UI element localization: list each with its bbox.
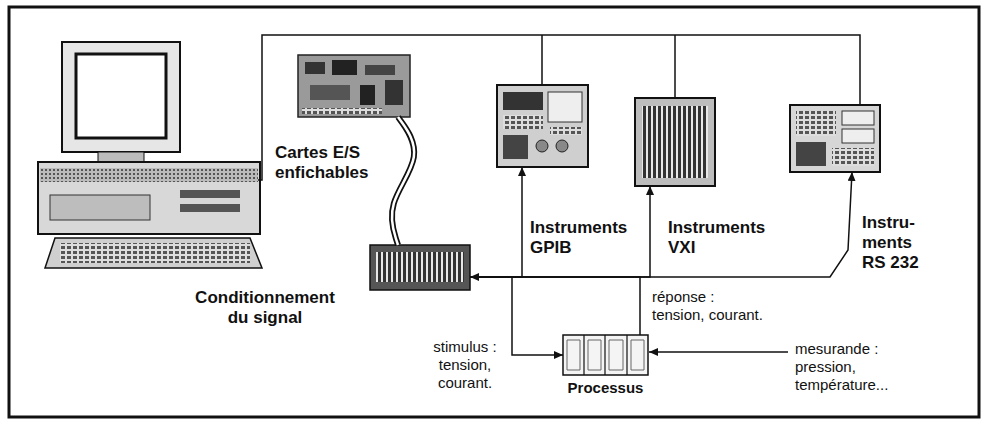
connector — [470, 277, 640, 335]
computer-illustration-part — [60, 243, 250, 263]
gpib-instrument-illustration-part — [550, 127, 582, 135]
signal-conditioning-illustration-part — [376, 252, 464, 282]
node-label: Instruments VXI — [668, 218, 778, 258]
computer-illustration-part — [98, 152, 144, 162]
process-box: Processus — [563, 335, 648, 375]
plug-in-card-illustration-part — [365, 65, 395, 75]
node-label: Instru- ments RS 232 — [862, 213, 934, 273]
rs232-instrument-illustration-part — [796, 111, 836, 136]
gpib-instrument-illustration — [497, 85, 588, 167]
signal-conditioning-illustration — [370, 245, 470, 290]
gpib-instrument-illustration-part — [548, 92, 582, 122]
gpib-instrument-illustration-part — [503, 135, 528, 159]
measurand-arrow — [649, 351, 788, 353]
computer-illustration-part — [62, 42, 180, 152]
gpib-instrument-illustration-part — [556, 140, 568, 152]
signal-conditioning-illustration-part — [370, 245, 470, 290]
rs232-instrument-illustration-part — [832, 148, 874, 166]
vxi-instrument-illustration-part — [635, 98, 715, 186]
rs232-instrument: Instru- ments RS 232 — [790, 105, 880, 172]
vxi-instrument-illustration-part — [642, 106, 708, 178]
frame — [9, 7, 979, 417]
computer-bus-wire — [258, 35, 860, 180]
rs232-instrument-illustration — [790, 105, 880, 172]
process-illustration-part — [563, 335, 648, 375]
signal-note: mesurande : pression, température... — [795, 340, 895, 394]
connector — [470, 167, 522, 277]
process-illustration — [563, 335, 648, 375]
signal-note: réponse : tension, courant. — [652, 288, 768, 324]
computer-illustration-part — [50, 195, 150, 220]
gpib-instrument-illustration-part — [497, 85, 588, 167]
plug-in-card-illustration-part — [310, 85, 350, 100]
plug-in-card-illustration-part — [302, 108, 382, 114]
connector — [470, 277, 563, 355]
computer-illustration-part — [38, 162, 260, 234]
computer-illustration-part — [40, 168, 258, 182]
rs232-instrument-illustration-part — [790, 105, 880, 172]
computer-illustration — [38, 42, 262, 268]
signal-cable — [392, 117, 414, 245]
connector — [470, 186, 650, 277]
node-label: Instruments GPIB — [530, 218, 640, 258]
rs232-instrument-illustration-part — [842, 111, 874, 125]
computer-illustration-part — [76, 54, 166, 138]
connector — [470, 172, 852, 277]
computer-illustration-part — [180, 204, 240, 212]
signal-conditioning: Conditionnement du signal — [370, 245, 470, 290]
gpib-instrument-illustration-part — [503, 92, 543, 110]
gpib-instrument: Instruments GPIB — [497, 85, 588, 167]
computer-illustration-part — [180, 190, 240, 198]
node-label: Conditionnement du signal — [185, 288, 345, 328]
node-label: Processus — [558, 379, 653, 397]
plug-in-card-illustration-part — [360, 85, 375, 105]
signal-note: stimulus : tension, courant. — [425, 338, 505, 392]
node-label: Cartes E/S enfichables — [275, 143, 375, 183]
plug-in-card-illustration-part — [298, 55, 410, 117]
vxi-instrument: Instruments VXI — [635, 98, 715, 186]
plug-in-card-illustration-part — [305, 62, 325, 74]
plug-in-card-illustration-part — [385, 80, 403, 105]
process-illustration-part — [567, 340, 644, 370]
connectors — [392, 117, 852, 355]
gpib-instrument-illustration-part — [536, 140, 548, 152]
cable-core — [392, 117, 414, 245]
plug-in-card-illustration-part — [332, 60, 357, 75]
plug-in-card-illustration — [298, 55, 410, 117]
rs232-instrument-illustration-part — [796, 142, 826, 166]
gpib-instrument-illustration-part — [503, 115, 543, 129]
plug-in-card: Cartes E/S enfichables — [298, 55, 410, 117]
rs232-instrument-illustration-part — [842, 129, 874, 143]
process-illustration-part — [584, 335, 627, 375]
computer-illustration-part — [45, 238, 262, 268]
vxi-instrument-illustration — [635, 98, 715, 186]
